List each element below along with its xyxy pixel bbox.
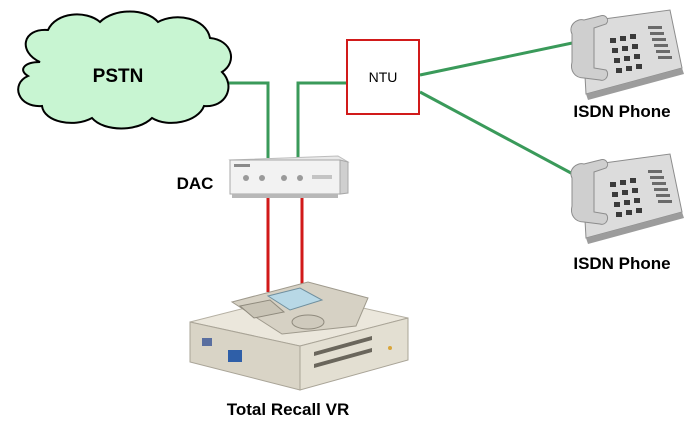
dac-knob-3 (281, 175, 287, 181)
dac-logo-mark (234, 164, 250, 167)
pstn-cloud: PSTN (17, 10, 233, 130)
edge-dac-ntu (296, 81, 346, 158)
dac-knob-2 (259, 175, 265, 181)
phone-top-label: ISDN Phone (573, 102, 670, 121)
dac-label: DAC (177, 174, 214, 193)
phone-handset (570, 15, 609, 81)
phone-handset (570, 159, 609, 225)
phone-base (586, 212, 684, 244)
phone-base (586, 68, 684, 100)
recorder-label: Total Recall VR (227, 400, 350, 419)
cloud-shape (17, 10, 233, 130)
phone-bottom-label: ISDN Phone (573, 254, 670, 273)
dac-base (232, 194, 338, 198)
dac-side-face (339, 159, 349, 195)
ntu-box: NTU (346, 39, 420, 115)
edge-ntu-phone-top (419, 40, 578, 77)
recorder-keypad (238, 299, 286, 319)
ntu-rect (346, 39, 420, 115)
total-recall-recorder (189, 281, 409, 391)
phone-function-keys (648, 170, 672, 203)
ntu-label: NTU (369, 69, 398, 85)
recorder-console (230, 281, 369, 335)
connections (222, 40, 585, 292)
edge-pstn-dac (222, 81, 270, 158)
edge-ntu-phone-bottom (419, 90, 585, 182)
dac-device (228, 155, 350, 198)
phone-keypad (610, 178, 642, 217)
recorder-jog-wheel (291, 314, 325, 330)
dac-led-strip (312, 175, 332, 179)
recorder-front-port (228, 350, 242, 362)
recorder-screen (266, 287, 324, 311)
isdn-phone-top (570, 9, 684, 100)
dac-knob-1 (243, 175, 249, 181)
dac-knob-4 (297, 175, 303, 181)
recorder-power-led (388, 346, 392, 350)
pstn-label: PSTN (93, 66, 144, 87)
recorder-drive-slot-2 (314, 348, 372, 368)
recorder-drive-slot-1 (314, 336, 372, 356)
isdn-phone-bottom (570, 153, 684, 244)
recorder-front-badge (202, 338, 212, 346)
phone-keypad (610, 34, 642, 73)
phone-function-keys (648, 26, 672, 59)
